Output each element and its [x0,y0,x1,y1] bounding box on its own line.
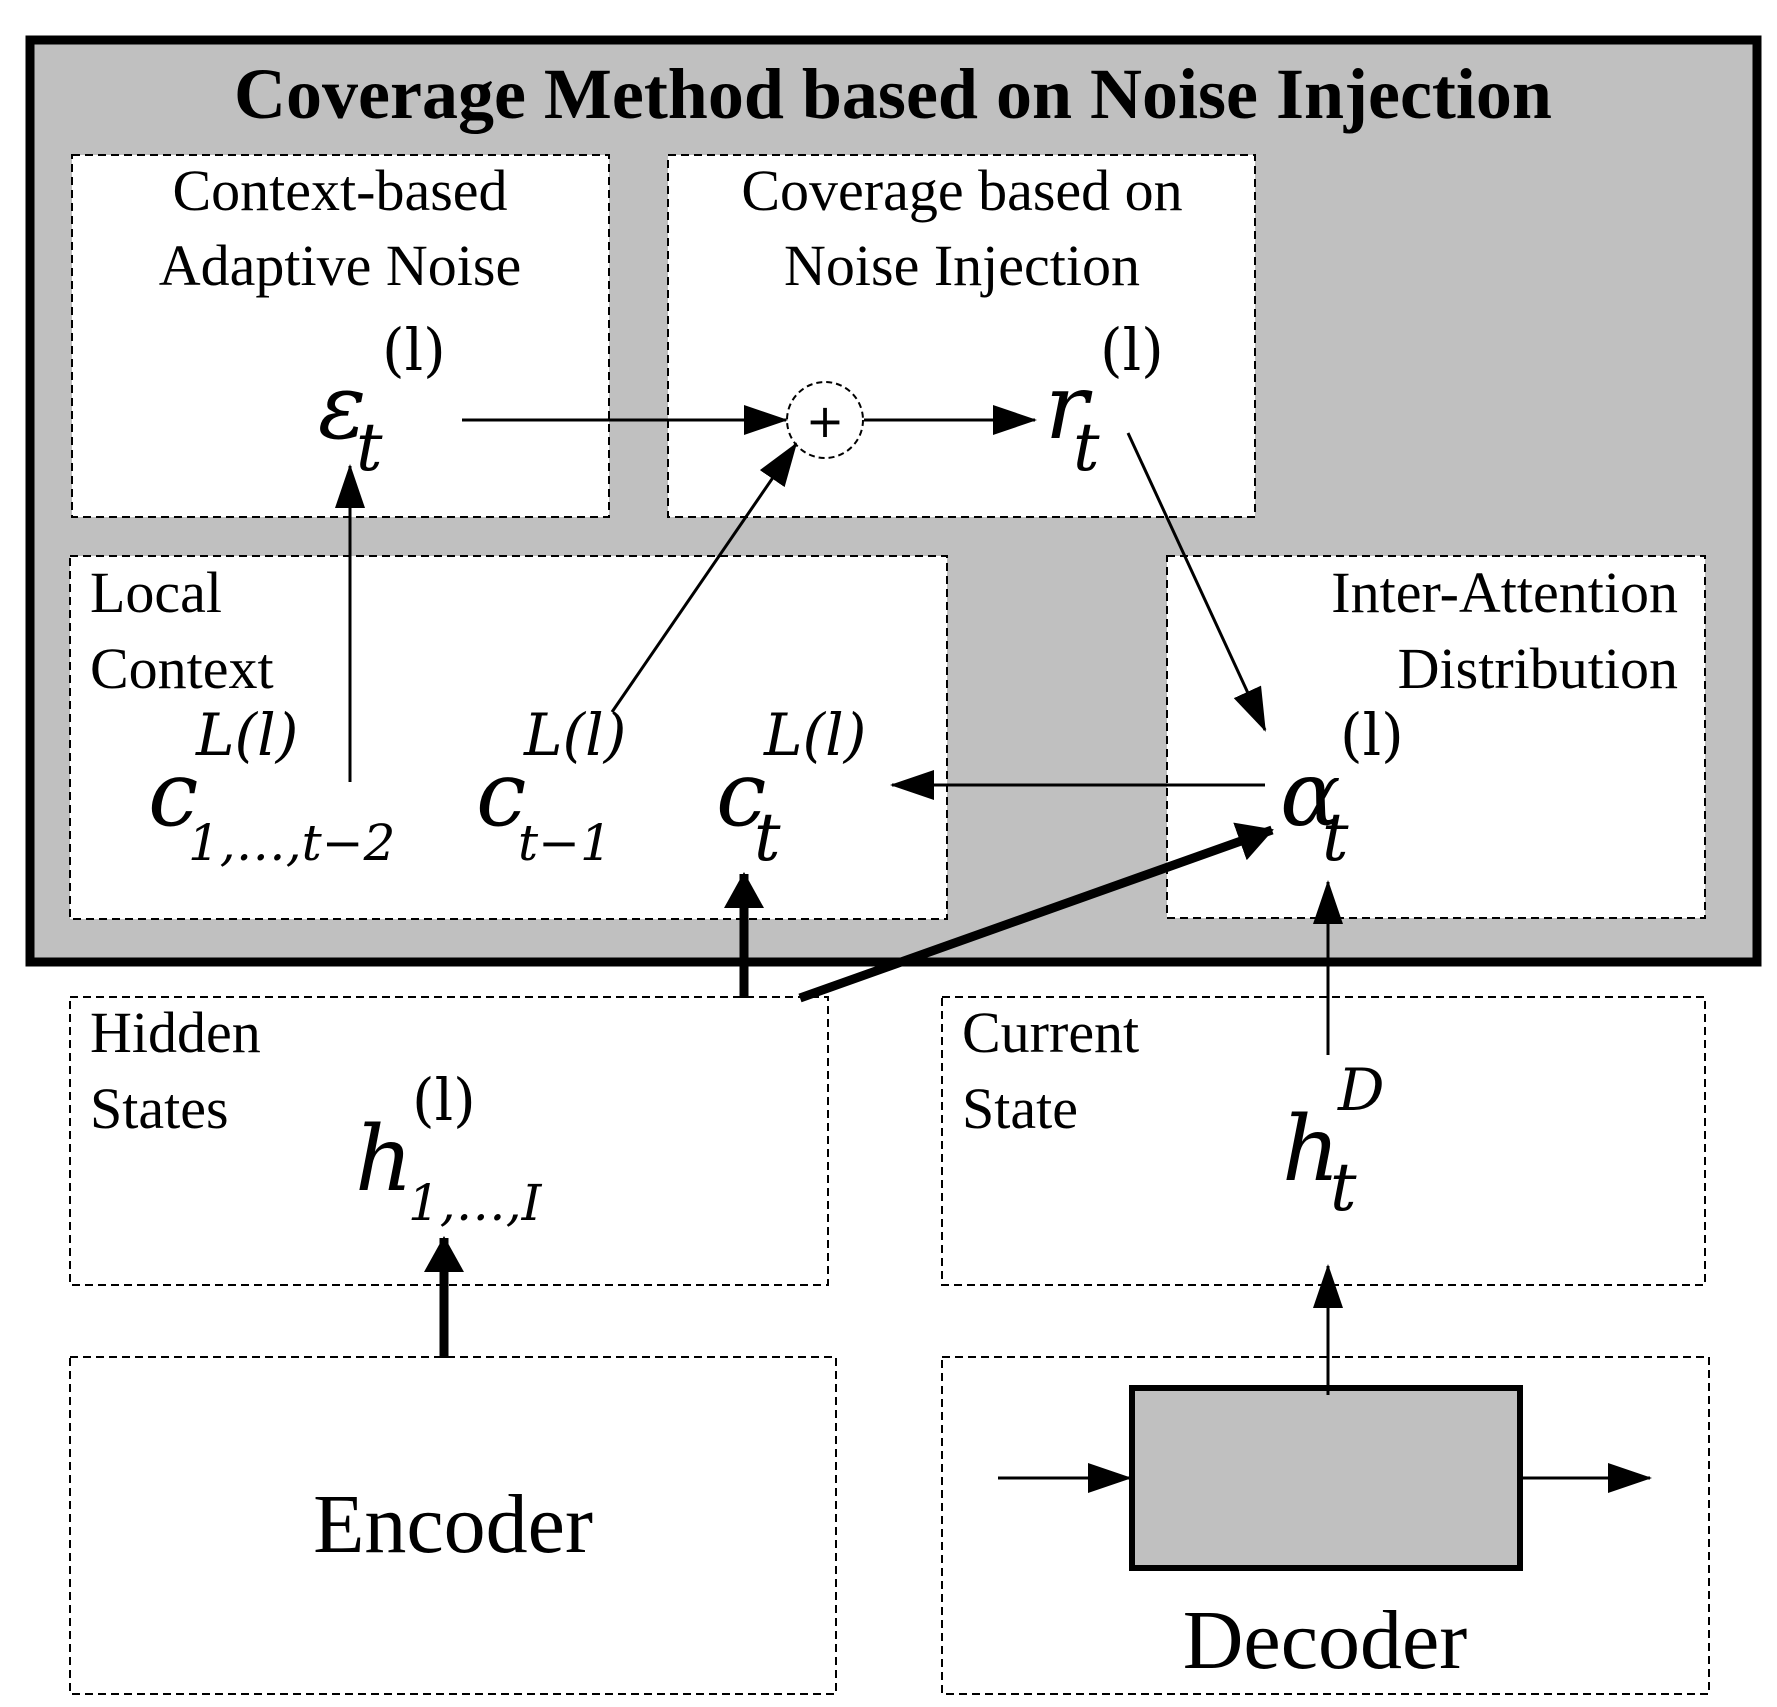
arrow-r-to-alpha [1126,432,1267,732]
panel-title: Coverage Method based on Noise Injection [234,54,1552,134]
encoder-box [69,1356,837,1695]
adaptive-noise-label-line2: Adaptive Noise [159,233,521,298]
current-state-label-line2: State [962,1076,1078,1141]
inter-attention-label-line2: Distribution [1398,636,1678,701]
arrow-cprev-to-sum [610,442,798,713]
inter-attention-label-line1: Inter-Attention [1331,560,1678,625]
arrow-hidden-to-alpha [798,822,1274,1003]
current-state-box [941,996,1706,1286]
adaptive-noise-label-line1: Context-based [172,158,507,223]
noise-sum-node [786,381,864,459]
current-state-label-line1: Current [962,1000,1139,1065]
coverage-noise-label-line2: Noise Injection [784,233,1140,298]
decoder-label: Decoder [1183,1594,1468,1687]
plus-symbol: + [806,394,845,448]
adaptive-noise-box [71,154,610,518]
coverage-noise-label-line1: Coverage based on [741,158,1182,223]
decoder-cell [1129,1385,1523,1571]
hidden-states-label-line2: States [90,1076,229,1141]
symbol-c-history: cL(l)1,…,t−2 [148,701,395,872]
symbol-c-t: cL(l)t [716,701,866,876]
hidden-states-label-line1: Hidden [90,1000,261,1065]
symbol-alpha-t-l: α(l)t [1280,701,1404,876]
local-context-box [69,555,948,920]
encoder-label: Encoder [313,1478,593,1571]
symbol-r-t-l: r(l)t [1045,316,1164,486]
local-context-label-line2: Context [90,636,274,701]
symbol-h-encoder: h(l)1,…,I [355,1066,543,1232]
local-context-label-line1: Local [90,560,222,625]
symbol-c-prev: cL(l)t−1 [476,701,626,872]
